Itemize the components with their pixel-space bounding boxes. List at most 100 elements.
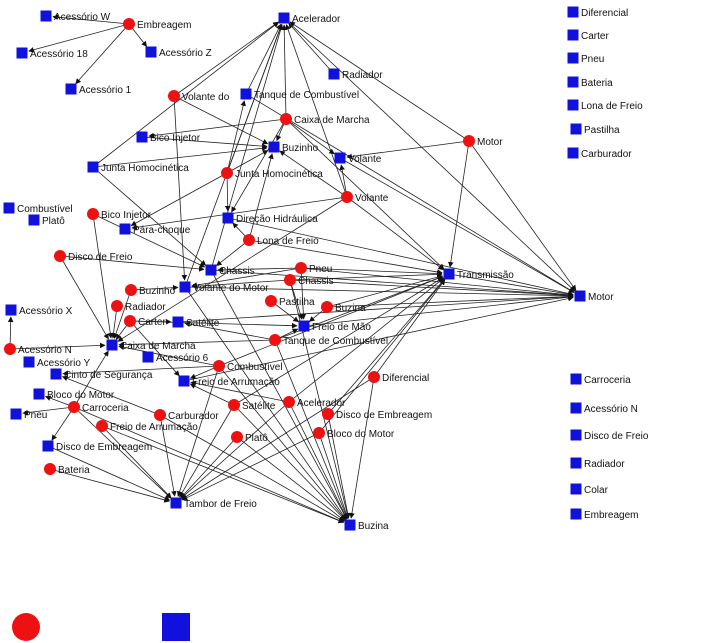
- node-label: Junta Homocinética: [101, 163, 189, 174]
- node-label: Buzinho: [139, 286, 176, 297]
- node-label: Carroceria: [82, 403, 129, 414]
- node-label: Motor: [477, 137, 503, 148]
- edge-n39-n37: [184, 321, 276, 341]
- edge-n52-n46: [189, 383, 235, 406]
- blue-square-marker: [570, 483, 582, 495]
- edge-n15-n12: [92, 145, 268, 168]
- node-acessorio-18-square: Acessório 18: [16, 47, 88, 60]
- blue-square-marker: [16, 47, 28, 59]
- blue-square-marker: [570, 457, 582, 469]
- node-label: Bateria: [58, 465, 90, 476]
- edge-n57-n60: [180, 436, 238, 499]
- node-radiador-square: Radiador: [570, 457, 625, 470]
- node-motor-square: Motor: [574, 290, 614, 303]
- node-label: Volante: [348, 154, 382, 165]
- edge-n14-n28: [448, 140, 470, 268]
- node-label: Pneu: [581, 54, 604, 65]
- red-circle-marker: [463, 135, 475, 147]
- node-direcao-hidraulica-square: Direção Hidráulica: [222, 212, 318, 225]
- node-label: Buzina: [335, 303, 366, 314]
- edge-n33-n29: [326, 293, 574, 308]
- node-label: Acessório X: [19, 306, 73, 317]
- edge-n50-n60: [73, 406, 172, 499]
- edge-n52-n60: [179, 404, 235, 498]
- red-circle-marker: [111, 300, 123, 312]
- node-label: Volante do: [182, 92, 230, 103]
- edge-n11-n12: [141, 136, 268, 149]
- node-label: Tanque de Combustível: [254, 90, 359, 101]
- edge-n27-n61: [289, 279, 350, 519]
- edge-n53-n60: [180, 401, 290, 499]
- edge-n20-n25: [92, 213, 206, 268]
- node-acessorio-n-square: Acessório N: [570, 402, 638, 415]
- blue-square-marker: [278, 12, 290, 24]
- edge-n55-n61: [101, 425, 345, 524]
- blue-square-marker: [65, 83, 77, 95]
- edge-n54-n61: [327, 413, 351, 519]
- edge-n58-n60: [181, 432, 320, 501]
- node-label: Colar: [584, 485, 609, 496]
- node-bloco-do-motor-square: Bloco do Motor: [33, 388, 115, 401]
- blue-square-marker: [170, 497, 182, 509]
- node-freio-de-arrumacao-circle: Freio de Arrumação: [96, 420, 198, 433]
- edge-n54-n28: [327, 278, 445, 415]
- edges-layer: [7, 14, 577, 524]
- edge-n21-n29: [227, 217, 574, 297]
- node-volante-circle: Volante: [341, 191, 389, 204]
- node-volante-do-motor-square: Volante do Motor: [179, 281, 269, 294]
- blue-square-marker: [179, 281, 191, 293]
- node-satelite-circle: Satélite: [228, 399, 276, 412]
- edge-n38-n29: [303, 294, 574, 327]
- node-label: Freio de Mão: [312, 322, 371, 333]
- blue-square-marker: [23, 356, 35, 368]
- node-label: Bico Injetor: [150, 133, 201, 144]
- node-acessorio-z-square: Acessório Z: [145, 46, 212, 59]
- node-label: Embreagem: [584, 510, 638, 521]
- node-label: Acessório 18: [30, 49, 88, 60]
- edge-n16-n22: [130, 172, 228, 226]
- edge-n10-n6: [281, 24, 288, 120]
- node-label: Volante do Motor: [193, 283, 269, 294]
- node-label: Acelerador: [297, 398, 346, 409]
- node-embreagem-circle: Embreagem: [123, 18, 191, 31]
- red-circle-marker: [231, 431, 243, 443]
- edge-n51-n60: [159, 414, 177, 497]
- blue-square-marker: [567, 76, 579, 88]
- node-tanque-de-combustivel-circle: Tanque de Combustível: [269, 334, 388, 347]
- node-label: Tambor de Freio: [184, 499, 257, 510]
- edge-n58-n28: [318, 278, 445, 434]
- node-label: Acessório N: [18, 345, 72, 356]
- node-label: Acessório 1: [79, 85, 132, 96]
- edge-n2-n3: [28, 23, 130, 53]
- edge-n24-n25: [59, 255, 205, 272]
- blue-square-marker: [145, 46, 157, 58]
- node-freio-de-mao-square: Freio de Mão: [298, 320, 371, 333]
- node-chassis-square: Chassis: [205, 264, 255, 277]
- blue-square-marker: [567, 52, 579, 64]
- node-plato-square: Platô: [28, 214, 65, 227]
- node-label: Carroceria: [584, 375, 631, 386]
- blue-square-marker: [136, 131, 148, 143]
- red-circle-marker: [123, 18, 135, 30]
- blue-square-marker: [10, 408, 22, 420]
- blue-square-marker: [570, 429, 582, 441]
- node-label: Disco de Embreagem: [336, 410, 432, 421]
- edge-n10-n28: [285, 118, 445, 270]
- node-acelerador-circle: Acelerador: [283, 396, 346, 409]
- node-label: Acessório W: [54, 12, 111, 23]
- blue-square-marker: [106, 339, 118, 351]
- node-caixa-de-marcha-square: Caixa de Marcha: [106, 339, 196, 352]
- node-cinto-de-seguranca-square: Cinto de Segurança: [50, 368, 153, 381]
- blue-square-marker: [567, 6, 579, 18]
- node-label: Combustível: [17, 204, 73, 215]
- blue-square-marker: [570, 373, 582, 385]
- edge-n14-n13: [346, 140, 470, 160]
- node-label: Transmissão: [457, 270, 514, 281]
- edge-n10-n11: [148, 118, 287, 139]
- edge-n16-n9: [226, 100, 246, 174]
- blue-square-marker: [205, 264, 217, 276]
- node-label: Acessório N: [584, 404, 638, 415]
- red-circle-marker: [269, 334, 281, 346]
- blue-square-marker: [334, 152, 346, 164]
